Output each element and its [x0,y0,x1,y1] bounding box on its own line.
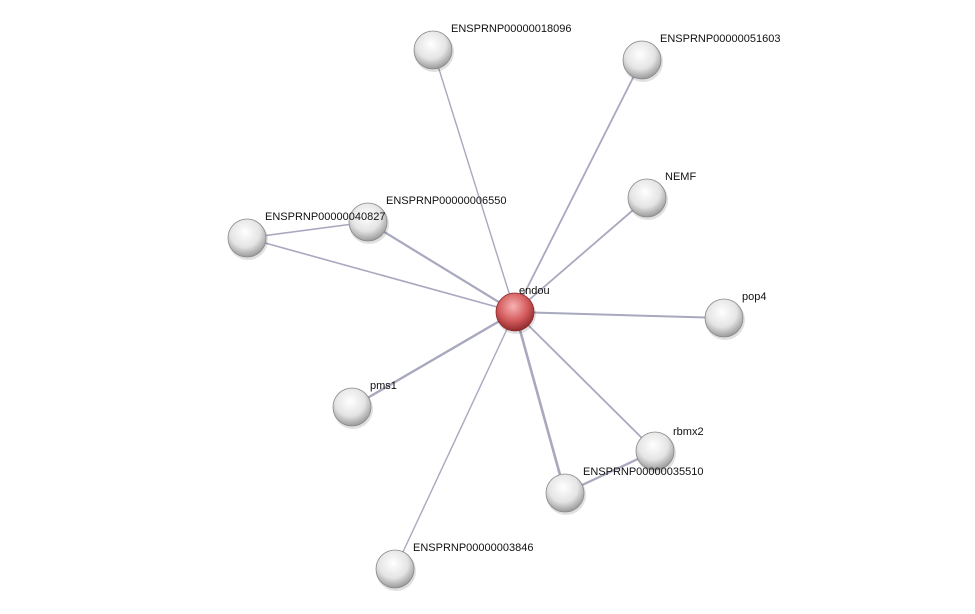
node-n18096[interactable] [413,30,454,72]
node-label: ENSPRNP00000040827 [265,211,385,223]
node-sphere[interactable] [227,218,267,258]
edge-endou-n51603[interactable] [514,59,643,313]
node-label: ENSPRNP00000003846 [413,542,533,554]
edge-endou-pop4[interactable] [514,311,725,319]
node-sphere[interactable] [622,40,662,80]
node-n06550[interactable] [348,202,389,244]
node-pop4[interactable] [704,298,745,340]
edge-endou-nemf[interactable] [514,197,648,313]
node-label: rbmx2 [673,426,704,438]
node-n35510[interactable] [545,473,586,515]
edge-endou-rbmx2[interactable] [514,311,656,452]
edge-endou-n40827[interactable] [246,237,516,313]
edge-endou-n03846[interactable] [394,311,516,570]
edge-endou-n18096[interactable] [432,49,516,313]
node-layer [227,30,745,591]
node-nemf[interactable] [627,178,668,220]
node-sphere[interactable] [375,549,415,589]
node-sphere[interactable] [495,292,535,332]
node-sphere[interactable] [332,387,372,427]
node-sphere[interactable] [704,298,744,338]
node-n03846[interactable] [375,549,416,591]
node-sphere[interactable] [413,30,453,70]
node-endou[interactable] [495,292,536,334]
node-pms1[interactable] [332,387,373,429]
node-label: ENSPRNP00000035510 [583,466,703,478]
edge-endou-pms1[interactable] [351,310,516,409]
edge-endou-n35510[interactable] [513,311,567,494]
node-label: ENSPRNP00000018096 [451,23,571,35]
node-sphere[interactable] [545,473,585,513]
node-label: pop4 [742,291,766,303]
label-layer: endou ENSPRNP00000018096ENSPRNP0000005160… [265,23,780,554]
node-n51603[interactable] [622,40,663,82]
edge-endou-n06550[interactable] [367,221,516,313]
node-label: pms1 [370,380,397,392]
node-label: ENSPRNP00000006550 [386,195,506,207]
node-n40827[interactable] [227,218,268,260]
node-label: endou [519,285,550,297]
node-label: NEMF [665,171,696,183]
node-sphere[interactable] [627,178,667,218]
node-label: ENSPRNP00000051603 [660,33,780,45]
edge-n40827-n06550[interactable] [246,221,369,239]
edge-layer [246,49,725,570]
node-sphere[interactable] [635,431,675,471]
node-rbmx2[interactable] [635,431,676,473]
node-sphere[interactable] [348,202,388,242]
